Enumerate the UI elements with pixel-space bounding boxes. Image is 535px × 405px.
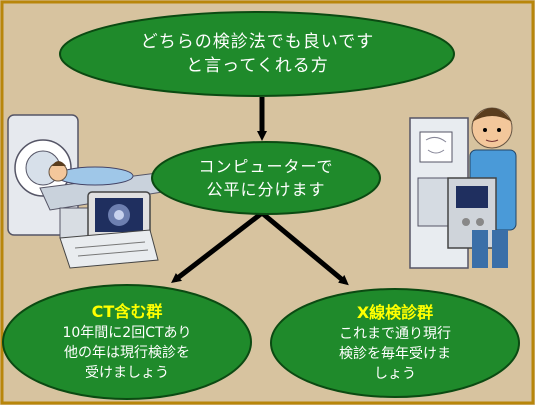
left-node-line: 受けましょう <box>85 365 169 381</box>
right-node-line: しょう <box>374 366 416 382</box>
arrow-middle-to-right <box>260 211 349 286</box>
right-node-line: これまで通り現行 <box>339 326 451 342</box>
middle-node: コンピューターで 公平に分けます <box>152 142 380 214</box>
left-node-line: 10年間に2回CTあり <box>62 325 192 341</box>
left-node-shape <box>2 284 252 400</box>
right-node-heading: X線検診群 <box>356 303 434 322</box>
xray-technician-icon <box>409 107 517 269</box>
right-node-shape <box>270 288 520 398</box>
middle-node-line: コンピューターで <box>198 157 334 176</box>
right-node-line: 検診を毎年受けま <box>339 346 451 362</box>
middle-node-line: 公平に分けます <box>206 180 326 199</box>
middle-node-shape <box>151 141 381 215</box>
top-node-line: どちらの検診法でも良いです <box>140 32 375 52</box>
left-node: CT含む群 10年間に2回CTあり 他の年は現行検診を 受けましょう <box>2 284 252 400</box>
top-node-shape <box>59 11 455 97</box>
right-node: X線検診群 これまで通り現行 検診を毎年受けま しょう <box>270 288 520 398</box>
ct-scanner-icon <box>7 114 176 269</box>
top-node-line: と言ってくれる方 <box>186 56 329 76</box>
top-node: どちらの検診法でも良いです と言ってくれる方 <box>60 12 455 96</box>
left-node-line: 他の年は現行検診を <box>64 345 190 361</box>
left-node-heading: CT含む群 <box>91 302 163 321</box>
arrow-middle-to-left <box>171 211 264 284</box>
